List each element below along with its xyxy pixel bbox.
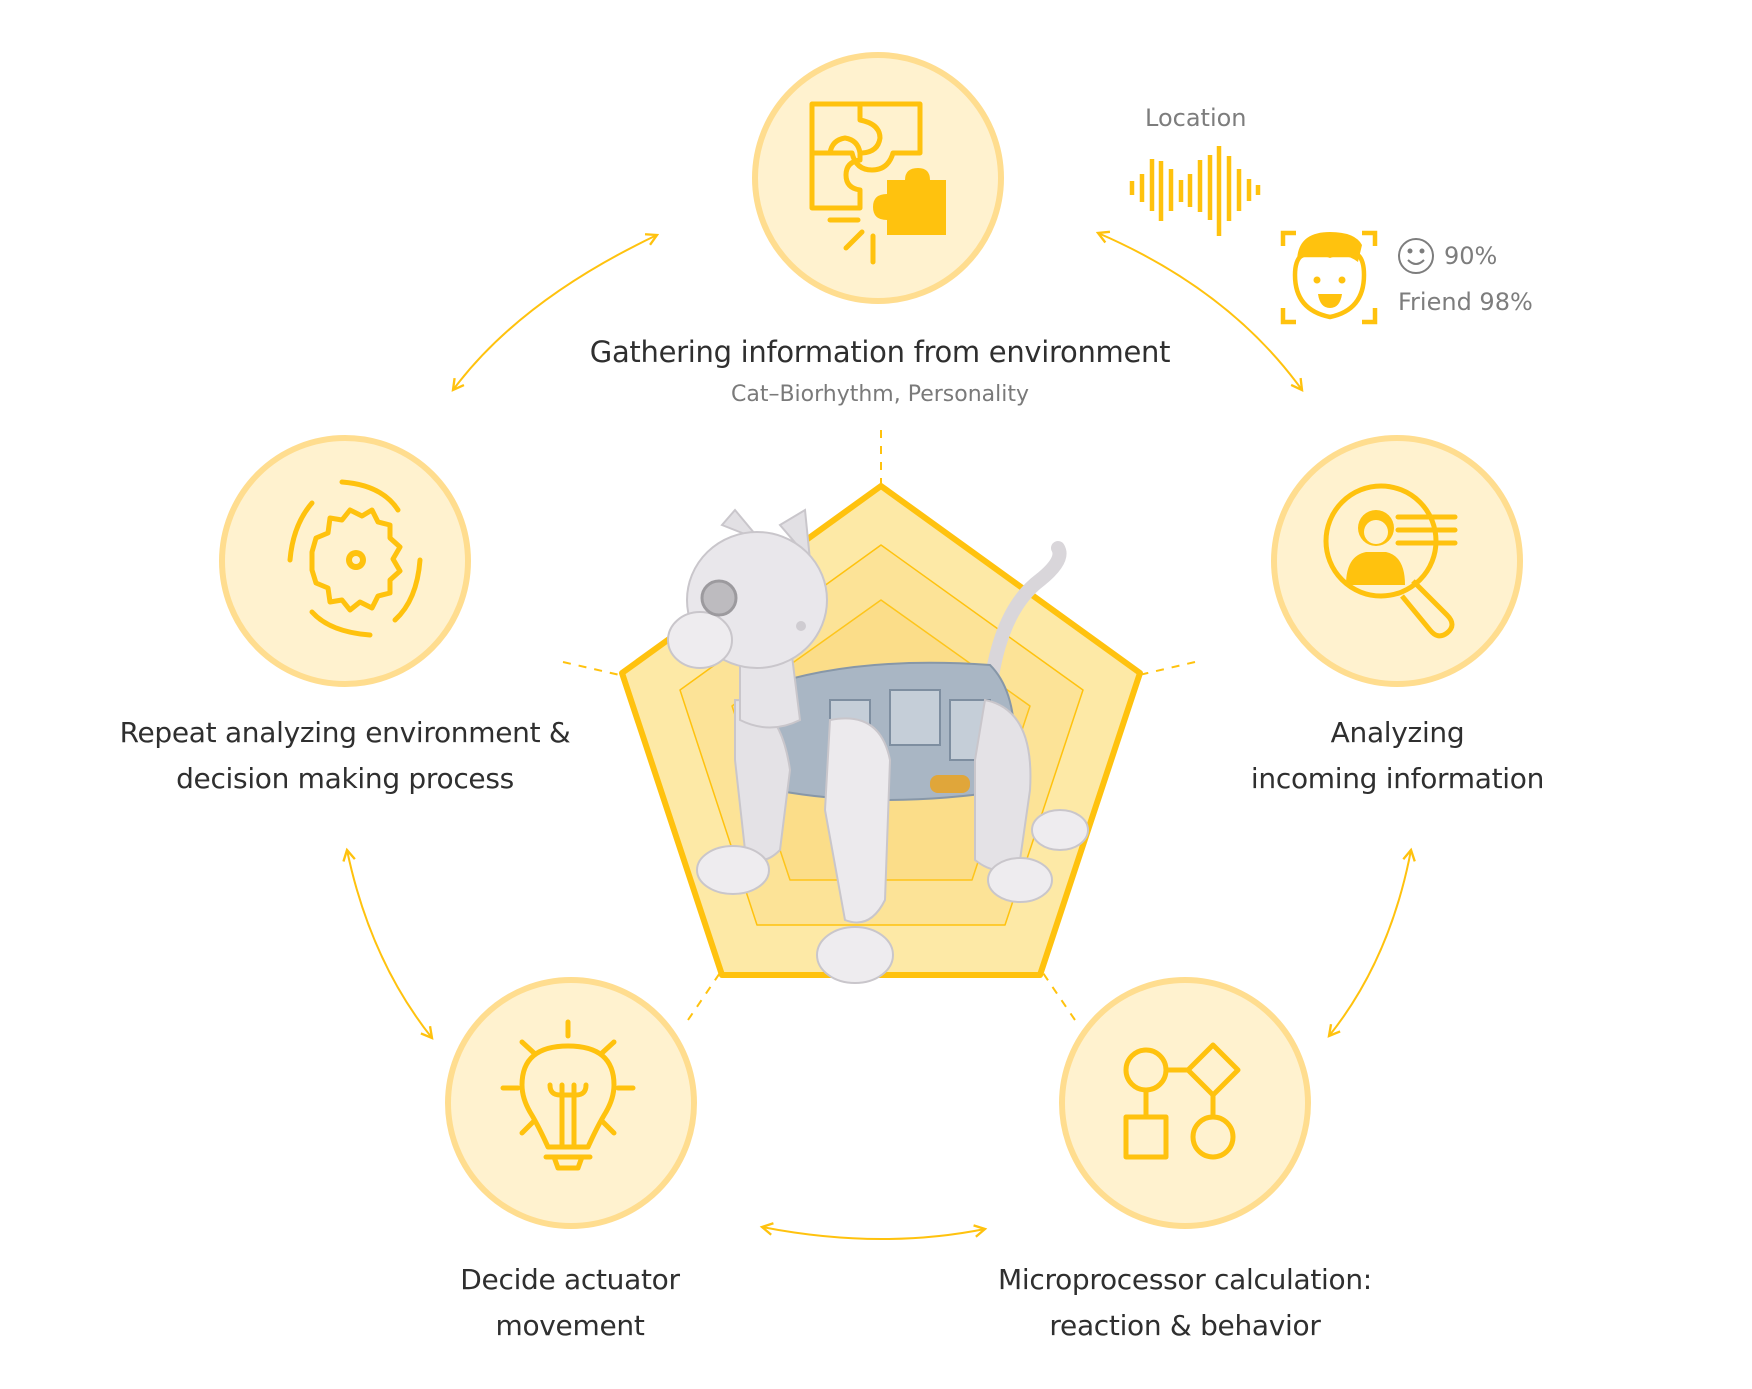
arrow-right: [1329, 850, 1411, 1036]
step-analyze-line2: incoming information: [1250, 762, 1545, 795]
lightbulb-icon: [500, 1019, 636, 1171]
friend-value: Friend 98%: [1398, 288, 1533, 316]
cycle-arrows: [347, 233, 1411, 1240]
flowchart-icon: [1123, 1042, 1241, 1160]
step-repeat-title: Repeat analyzing environment & decision …: [90, 710, 600, 802]
circle-repeat: [219, 435, 471, 687]
step-gather-title: Gathering information from environment: [589, 335, 1171, 369]
step-analyze-title: Analyzing incoming information: [1190, 710, 1605, 802]
step-decide-line2: movement: [495, 1309, 645, 1342]
emotion-value: 90%: [1444, 242, 1498, 270]
step-calc-line2: reaction & behavior: [1049, 1309, 1321, 1342]
step-calc-title: Microprocessor calculation: reaction & b…: [970, 1257, 1400, 1349]
step-decide-title: Decide actuator movement: [400, 1257, 740, 1349]
circle-calc: [1059, 977, 1311, 1229]
circle-gather: [752, 52, 1004, 304]
arrow-top-left: [453, 235, 657, 390]
arrow-top-right: [1098, 233, 1302, 390]
step-calc-line1: Microprocessor calculation:: [998, 1263, 1372, 1296]
step-decide-line1: Decide actuator: [460, 1263, 680, 1296]
arrow-bottom: [762, 1227, 985, 1240]
puzzle-icon: [809, 101, 923, 265]
arrow-left: [347, 850, 432, 1038]
gear-cycle-icon: [287, 479, 423, 638]
step-circles: [219, 52, 1523, 1229]
smiley-icon: [1398, 238, 1434, 274]
step-repeat-line1: Repeat analyzing environment &: [119, 716, 571, 749]
step-gather-subtitle: Cat–Biorhythm, Personality: [730, 382, 1030, 407]
location-label: Location: [1145, 104, 1247, 132]
puzzle-piece-filled: [873, 168, 946, 235]
magnifier-person-icon: [1323, 483, 1458, 639]
face-scan-icon: [1280, 230, 1378, 325]
robot-cat-illustration: [667, 508, 1089, 984]
sound-wave-icon: [1129, 146, 1261, 236]
circle-decide: [445, 977, 697, 1229]
step-analyze-line1: Analyzing: [1330, 716, 1465, 749]
step-repeat-line2: decision making process: [176, 762, 514, 795]
